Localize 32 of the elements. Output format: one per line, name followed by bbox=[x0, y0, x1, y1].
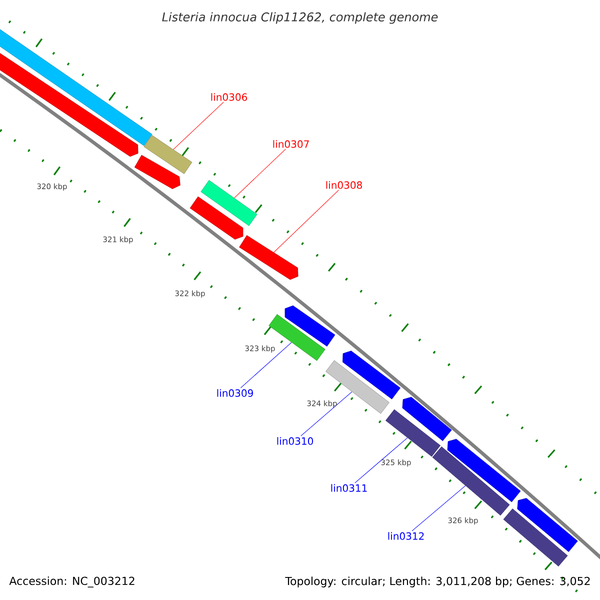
gene-label: lin0311 bbox=[331, 484, 367, 492]
gene-block bbox=[190, 196, 244, 240]
gene-block bbox=[517, 498, 578, 552]
gene-label: lin0307 bbox=[273, 140, 309, 148]
gene-label: lin0310 bbox=[277, 437, 314, 445]
accession-text: Accession: NC_003212 bbox=[9, 576, 134, 588]
gene-block bbox=[402, 396, 452, 442]
gene-block bbox=[503, 508, 568, 566]
gene-block bbox=[432, 446, 510, 516]
gene-block bbox=[326, 360, 390, 414]
genome-info-text: Topology: circular; Length: 3,011,208 bp; Genes: 3,052 bbox=[285, 576, 590, 588]
gene-label: lin0306 bbox=[211, 93, 248, 101]
leader-line bbox=[412, 485, 466, 532]
leader-line bbox=[274, 190, 339, 253]
leader-line bbox=[173, 102, 224, 150]
gene-label: lin0312 bbox=[388, 532, 424, 540]
gene-block bbox=[385, 409, 441, 457]
gene-block bbox=[239, 235, 298, 280]
leader-line bbox=[234, 148, 286, 198]
gene-block bbox=[134, 154, 180, 190]
gene-block bbox=[200, 180, 258, 226]
gene-block bbox=[342, 350, 400, 400]
gene-label: lin0309 bbox=[217, 389, 253, 397]
leader-line bbox=[300, 392, 352, 436]
gene-label: lin0308 bbox=[326, 181, 362, 189]
gene-block bbox=[284, 305, 336, 347]
gene-block bbox=[144, 135, 192, 174]
gene-block bbox=[447, 438, 521, 502]
gene-block bbox=[0, 50, 138, 157]
title: Listeria innocua Clip11262, complete genome bbox=[162, 12, 438, 24]
leader-line bbox=[354, 438, 408, 484]
leader-line bbox=[240, 342, 292, 388]
